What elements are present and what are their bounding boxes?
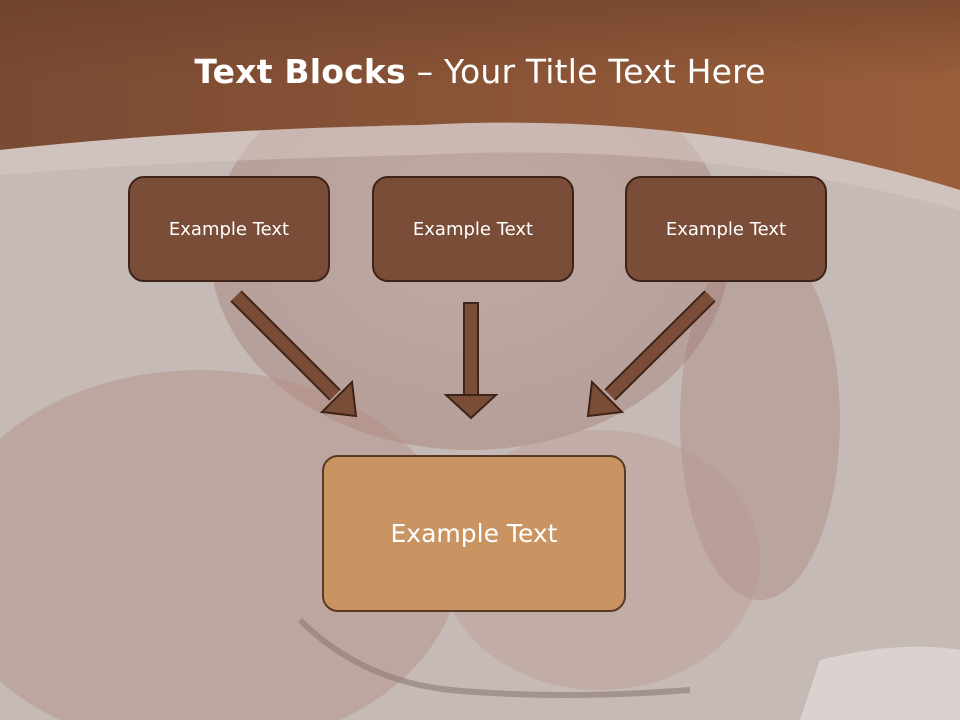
- text-block-right[interactable]: Example Text: [625, 176, 827, 282]
- title-bold: Text Blocks: [194, 52, 406, 91]
- text-block-middle-label: Example Text: [412, 218, 534, 240]
- arrow-left-to-target: [230, 290, 358, 418]
- header-swoosh: [0, 122, 960, 210]
- arrow-middle-to-target: [443, 302, 499, 420]
- page-title: Text Blocks – Your Title Text Here: [0, 52, 960, 91]
- tattoo-arm-shape: [680, 240, 840, 600]
- arrow-right-to-target: [586, 290, 716, 418]
- text-block-right-label: Example Text: [665, 218, 787, 240]
- text-block-target-label: Example Text: [390, 519, 558, 548]
- text-block-middle[interactable]: Example Text: [372, 176, 574, 282]
- text-block-left-label: Example Text: [168, 218, 290, 240]
- sheet-shape: [800, 646, 960, 720]
- title-dash: –: [405, 52, 444, 91]
- title-rest: Your Title Text Here: [443, 52, 766, 91]
- text-block-target[interactable]: Example Text: [322, 455, 626, 612]
- handcuff-chain-shape: [297, 617, 691, 698]
- text-block-left[interactable]: Example Text: [128, 176, 330, 282]
